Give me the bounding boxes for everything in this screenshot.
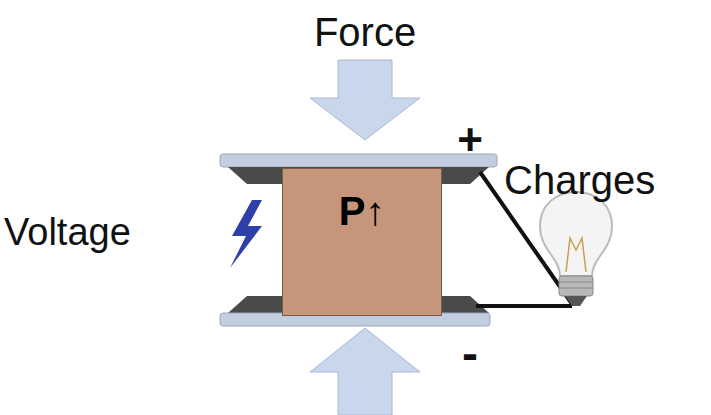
light-bulb — [540, 192, 612, 306]
force-label: Force — [314, 12, 416, 52]
polarity-sign: + — [457, 118, 483, 162]
top-plate — [220, 154, 497, 167]
voltage-bolt — [230, 200, 262, 268]
polarization-label: P↑ — [283, 191, 441, 231]
voltage-label: Voltage — [4, 213, 131, 251]
force-arrow — [310, 60, 420, 140]
polarity-sign: - — [462, 330, 478, 378]
piezo-crystal: P↑ — [282, 168, 442, 316]
charges-label: Charges — [504, 160, 655, 200]
wire — [476, 304, 572, 308]
force-arrow — [310, 328, 420, 415]
